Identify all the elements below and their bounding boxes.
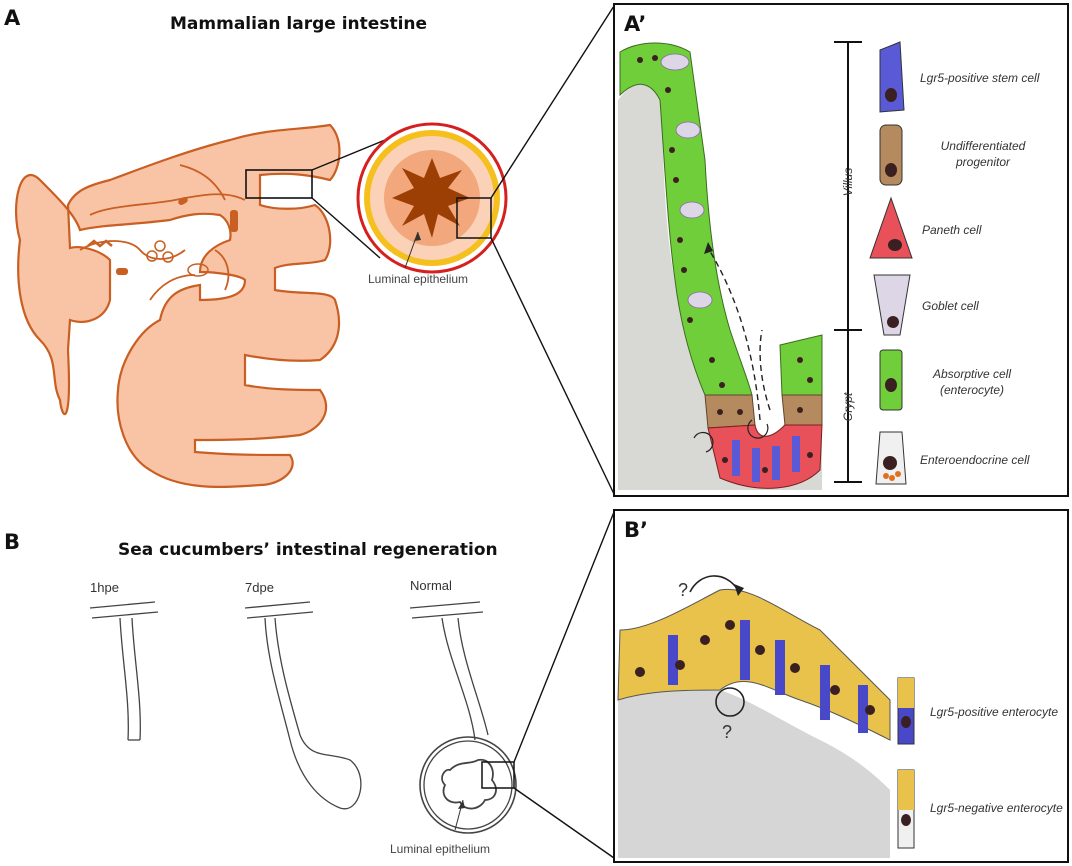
legend-icons-a (869, 41, 913, 485)
panel-a-prime-letter: A’ (624, 12, 647, 36)
panel-b-prime-letter: B’ (624, 518, 648, 542)
regeneration-tubes (89, 601, 517, 834)
question-mark-bottom: ? (722, 722, 733, 742)
cross-section-callout-label: Luminal epithelium (368, 272, 469, 286)
legend-absorptive: Absorptive cell (enterocyte) (932, 367, 1012, 397)
axis-crypt-label: Crypt (841, 392, 855, 422)
legend-enteroendocrine: Enteroendocrine cell (920, 453, 1030, 467)
axis-villus-label: Villus (841, 167, 855, 197)
stage-1hpe: 1hpe (90, 580, 119, 595)
colon-illustration (14, 123, 341, 488)
crypt-villus-cells (619, 42, 823, 489)
legend-stem-cell: Lgr5-positive stem cell (920, 71, 1040, 85)
stage-7dpe: 7dpe (245, 580, 274, 595)
cross-section (356, 122, 508, 274)
panel-b-title: Sea cucumbers’ intestinal regeneration (118, 540, 498, 560)
question-mark-top: ? (678, 580, 689, 600)
panel-a-letter: A (4, 6, 21, 30)
legend-goblet: Goblet cell (922, 299, 979, 313)
stage-normal: Normal (410, 578, 452, 593)
epithelium-band (617, 588, 891, 741)
legend-lgr5-negative: Lgr5-negative enterocyte (930, 801, 1063, 815)
legend-paneth: Paneth cell (922, 223, 982, 237)
panel-a-title: Mammalian large intestine (170, 14, 428, 34)
panel-b-letter: B (4, 530, 21, 554)
regeneration-callout-label: Luminal epithelium (390, 842, 491, 856)
legend-lgr5-positive: Lgr5-positive enterocyte (930, 705, 1059, 719)
colon-selection-box (245, 169, 313, 199)
legend-progenitor: Undifferentiated progenitor (940, 139, 1026, 169)
